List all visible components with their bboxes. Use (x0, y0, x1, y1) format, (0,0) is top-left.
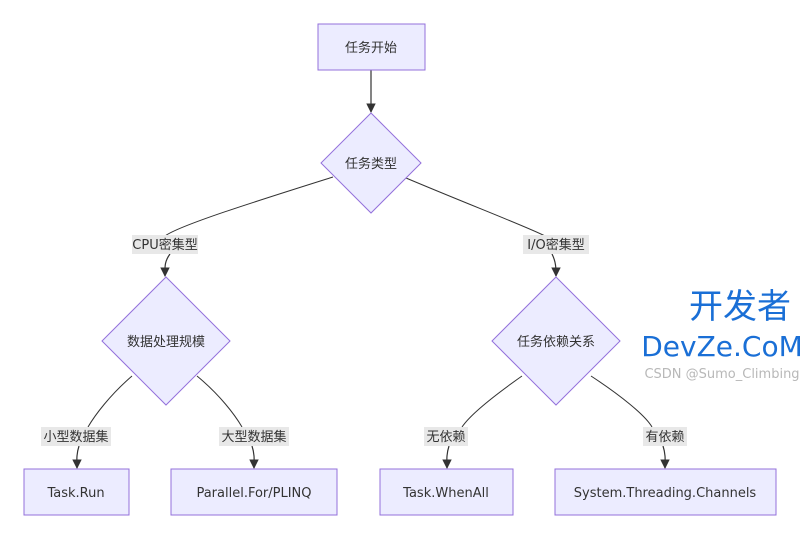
node-parallel-label: Parallel.For/PLINQ (196, 486, 311, 501)
edge-no-dep-label-to-when-all (442, 445, 452, 469)
edge-label-bg-io (523, 235, 589, 254)
edge-data-scale-to-large-label (196, 375, 243, 428)
edge-label-has-dep: 有依赖 (645, 430, 684, 445)
edge-label-bg-small (41, 427, 111, 446)
edge-label-bg-has-dep (643, 427, 687, 446)
edge-label-no-dep: 无依赖 (426, 430, 465, 445)
edge-io-label-to-dependency (551, 253, 561, 277)
node-task-type[interactable]: 任务类型 (320, 112, 422, 214)
node-start[interactable]: 任务开始 (317, 23, 426, 71)
node-data-scale[interactable]: 数据处理规模 (101, 276, 231, 406)
edge-label-small: 小型数据集 (43, 429, 108, 445)
node-dependency[interactable]: 任务依赖关系 (491, 276, 621, 406)
edge-label-bg-large (219, 427, 289, 446)
watermark: 开发者 DevZe.CoM CSDN @Sumo_Climbing (641, 287, 800, 382)
node-task-run-label: Task.Run (46, 486, 104, 501)
nodes: 任务开始 任务类型 数据处理规模 任务依赖关系 Task.Run Paralle… (23, 23, 777, 516)
edge-label-cpu: CPU密集型 (132, 237, 197, 253)
edge-task-type-to-cpu-label (164, 176, 334, 237)
edge-dependency-to-has-dep-label (590, 375, 653, 428)
edge-labels: CPU密集型 I/O密集型 小型数据集 大型数据集 无依赖 有依赖 (41, 235, 687, 446)
node-channels[interactable]: System.Threading.Channels (554, 468, 777, 516)
edge-cpu-label-to-data-scale (160, 253, 171, 277)
watermark-cn-text: 开发者 (689, 287, 791, 327)
node-dependency-label: 任务依赖关系 (517, 334, 595, 350)
node-task-type-label: 任务类型 (345, 156, 397, 172)
edge-label-io: I/O密集型 (527, 237, 584, 253)
edge-label-bg-cpu (132, 235, 198, 254)
edge-task-type-to-io-label (405, 177, 546, 237)
edge-dependency-to-no-dep-label (461, 375, 523, 428)
watermark-en-text: DevZe.CoM (641, 330, 800, 363)
edge-label-large: 大型数据集 (221, 429, 286, 445)
edge-has-dep-label-to-channels (660, 445, 670, 469)
edge-label-bg-no-dep (424, 427, 468, 446)
node-when-all-label: Task.WhenAll (402, 486, 489, 501)
node-when-all[interactable]: Task.WhenAll (379, 468, 514, 516)
node-channels-label: System.Threading.Channels (574, 486, 757, 501)
watermark-faint-text: CSDN @Sumo_Climbing (644, 367, 799, 382)
node-parallel[interactable]: Parallel.For/PLINQ (170, 468, 338, 516)
edges (72, 69, 670, 469)
node-task-run[interactable]: Task.Run (23, 468, 130, 516)
edge-small-label-to-task-run (72, 445, 82, 469)
node-data-scale-label: 数据处理规模 (127, 335, 205, 350)
edge-data-scale-to-small-label (87, 375, 133, 428)
edge-large-label-to-parallel (249, 445, 259, 469)
node-start-label: 任务开始 (345, 40, 397, 56)
